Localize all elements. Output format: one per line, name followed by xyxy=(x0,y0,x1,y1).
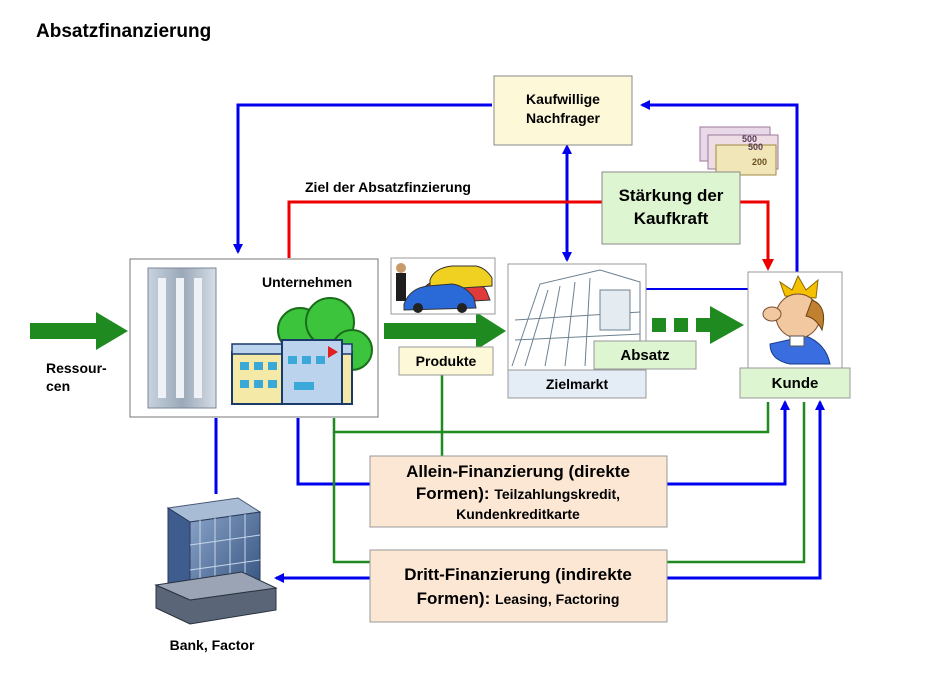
box-kaufwillige-nachfrager: Kaufwillige Nachfrager xyxy=(493,75,633,146)
allein-line1: Allein-Finanzierung (direkte xyxy=(406,462,630,481)
green-thick-arrows xyxy=(30,306,744,350)
kaufwillige-line1: Kaufwillige xyxy=(526,91,600,107)
allein-line2: Formen): Teilzahlungskredit, xyxy=(416,484,620,503)
box-produkte: Produkte xyxy=(398,346,494,376)
bank-building-icon xyxy=(154,497,278,625)
arrow-nachfrager-to-unternehmen xyxy=(233,103,492,254)
banknotes-icon: 500 500 200 xyxy=(699,126,779,176)
arrow-dash-1 xyxy=(652,318,666,332)
arrow-allein-to-kunde xyxy=(296,418,370,486)
box-unternehmen: Unternehmen xyxy=(129,258,379,418)
label-absatz: Absatz xyxy=(620,347,669,364)
label-unternehmen: Unternehmen xyxy=(262,274,352,290)
allein-line3: Kundenkreditkarte xyxy=(456,506,580,522)
allein-line2-sub: Teilzahlungskredit, xyxy=(494,486,620,502)
line-green-lower xyxy=(332,432,370,564)
page-title: Absatzfinanzierung xyxy=(36,21,211,42)
arrow-dritt-to-kunde xyxy=(667,400,825,580)
arrow-dash-2 xyxy=(674,318,688,332)
label-kunde: Kunde xyxy=(772,375,819,392)
green-flows xyxy=(332,374,806,564)
arrow-ressourcen xyxy=(30,312,128,350)
label-produkte: Produkte xyxy=(416,353,477,369)
banknote-3: 200 xyxy=(752,157,767,167)
label-bank: Bank, Factor xyxy=(170,637,255,653)
dritt-line2-sub: Leasing, Factoring xyxy=(495,591,619,607)
line-green-dritt xyxy=(667,402,806,564)
mall-interior-icon xyxy=(511,269,641,367)
arrow-dash-head xyxy=(696,306,744,344)
label-zielmarkt: Zielmarkt xyxy=(546,376,609,392)
customer-crown-icon xyxy=(762,274,831,365)
line-green-upper xyxy=(332,402,770,434)
arrow-allein-right xyxy=(667,400,790,486)
box-absatz: Absatz xyxy=(593,340,697,370)
box-dritt-finanzierung: Dritt-Finanzierung (indirekte Formen): L… xyxy=(369,549,668,623)
allein-line2-main: Formen): xyxy=(416,484,494,503)
banknote-2: 500 xyxy=(748,142,763,152)
label-ressourcen-line1: Ressour- xyxy=(46,360,107,376)
label-ressourcen-line2: cen xyxy=(46,378,70,394)
box-kunde: Kunde xyxy=(739,271,851,399)
arrow-to-zielmarkt xyxy=(384,312,506,350)
dritt-line2: Formen): Leasing, Factoring xyxy=(417,589,620,608)
box-allein-finanzierung: Allein-Finanzierung (direkte Formen): Te… xyxy=(369,455,668,528)
arrow-kunde-to-nachfrager xyxy=(640,100,799,272)
blue-flows xyxy=(214,100,825,583)
staerkung-line1: Stärkung der xyxy=(619,186,724,205)
box-zielmarkt: Zielmarkt xyxy=(507,263,647,399)
dritt-line1: Dritt-Finanzierung (indirekte xyxy=(404,565,632,584)
dritt-line2-main: Formen): xyxy=(417,589,495,608)
banknote-1: 500 xyxy=(742,134,757,144)
label-ziel: Ziel der Absatzfinzierung xyxy=(305,179,471,195)
box-staerkung-kaufkraft: Stärkung der Kaufkraft xyxy=(601,171,741,245)
staerkung-line2: Kaufkraft xyxy=(634,209,709,228)
cars-icon xyxy=(390,257,496,315)
factory-office-icon xyxy=(147,267,373,409)
kaufwillige-line2: Nachfrager xyxy=(526,110,600,126)
